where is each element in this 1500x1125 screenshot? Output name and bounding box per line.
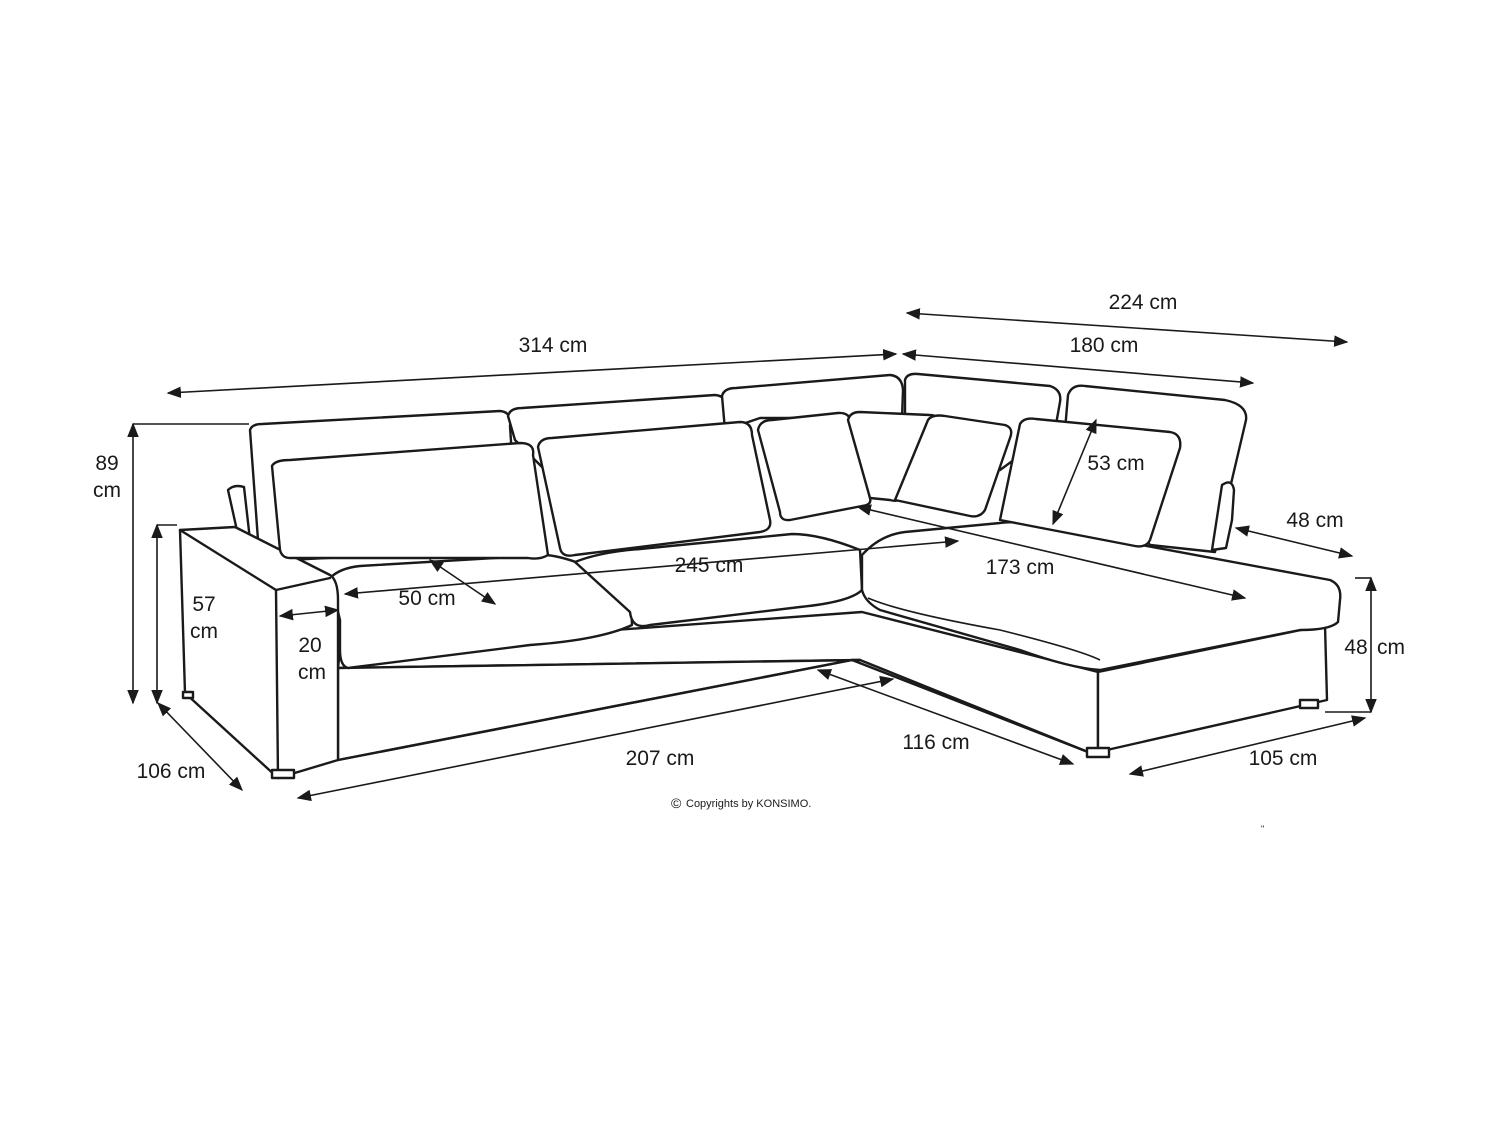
label-height-num: 89: [95, 452, 118, 475]
foot-front: [1085, 746, 1111, 759]
label-chaise-back-depth: 48 cm: [1286, 509, 1343, 532]
label-chaise-width: 105 cm: [1249, 747, 1318, 770]
copyright-symbol: ©: [671, 795, 682, 811]
label-armrest-num: 20: [298, 634, 321, 657]
label-depth: 106 cm: [137, 760, 206, 783]
left-back-edge: [226, 484, 252, 542]
foot-back: [181, 690, 195, 700]
label-chaise-inner: 173 cm: [986, 556, 1055, 579]
label-seat-depth: 50 cm: [398, 587, 455, 610]
label-total-width: 314 cm: [519, 334, 588, 357]
label-seat-height-num: 57: [192, 593, 215, 616]
label-chaise-back: 180 cm: [1070, 334, 1139, 357]
label-armrest-unit: cm: [298, 661, 326, 684]
dimension-lines: [127, 308, 1377, 802]
label-inner-width: 245 cm: [675, 554, 744, 577]
foot-left: [270, 768, 296, 780]
label-back-cushion: 53 cm: [1087, 452, 1144, 475]
label-seat-height-unit: cm: [190, 620, 218, 643]
label-chaise-height-num: 48: [1344, 636, 1367, 659]
stray-mark: ": [1261, 824, 1264, 834]
label-chaise-front: 116 cm: [902, 731, 969, 754]
label-chaise-height-unit: cm: [1377, 636, 1405, 659]
label-height-unit: cm: [93, 479, 121, 502]
copyright-notice: © Copyrights by KONSIMO.: [671, 795, 811, 811]
sofa-outline: [178, 372, 1342, 780]
label-front-width: 207 cm: [626, 747, 695, 770]
copyright-text: Copyrights by KONSIMO.: [686, 798, 811, 810]
foot-right: [1298, 698, 1320, 710]
pillow-1: [270, 441, 550, 560]
pillow-2: [536, 420, 772, 557]
dimension-labels: 314 cm 224 cm 180 cm 89 cm 57 cm 20 cm 5…: [93, 291, 1405, 783]
label-chaise-length: 224 cm: [1109, 291, 1178, 314]
